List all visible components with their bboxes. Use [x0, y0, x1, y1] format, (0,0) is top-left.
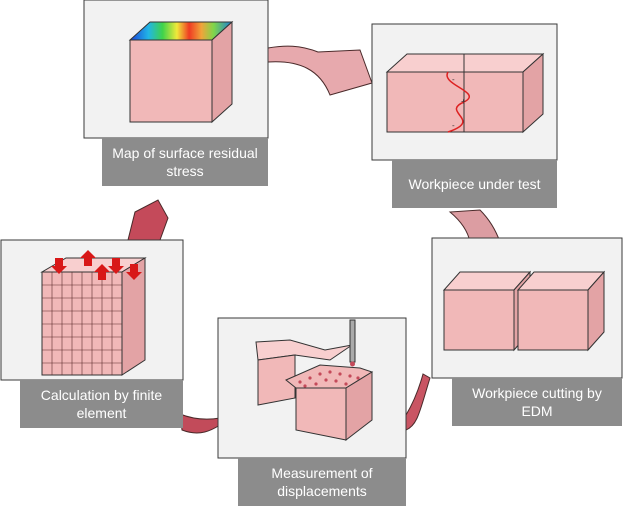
panel-calculation — [0, 239, 184, 381]
stress-curve — [446, 71, 470, 133]
label-calculation: Calculation by finite element — [20, 380, 183, 428]
label-map: Map of surface residual stress — [102, 138, 268, 186]
label-workpiece: Workpiece under test — [392, 160, 557, 208]
flow-arrow-calculation-to-map — [127, 199, 169, 241]
panel-cutting — [431, 237, 623, 379]
panel-measurement — [217, 317, 407, 459]
label-measurement: Measurement of displacements — [238, 458, 406, 506]
flow-arrow-map-to-workpiece — [267, 45, 373, 96]
svg-text:-: - — [452, 75, 455, 84]
flow-arrow-cutting-to-measurement — [405, 373, 431, 431]
panel-workpiece: - + - — [371, 23, 558, 161]
panel-map — [83, 0, 269, 139]
svg-text:-: - — [452, 121, 455, 130]
flow-arrow-workpiece-to-cutting — [448, 209, 501, 243]
svg-text:+: + — [461, 97, 466, 106]
label-cutting: Workpiece cutting by EDM — [452, 378, 622, 426]
flow-arrow-measurement-to-calculation — [179, 413, 221, 434]
